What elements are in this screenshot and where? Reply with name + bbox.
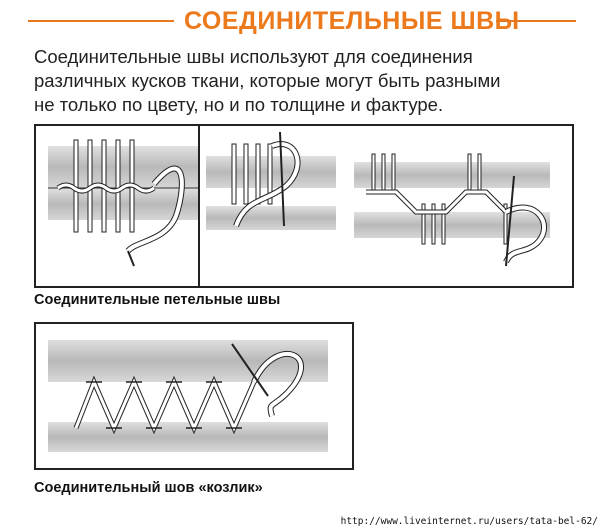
intro-line-3: не только по цвету, но и по толщине и фа… (34, 94, 444, 115)
illustration-b (206, 131, 336, 230)
caption-loop-seams: Соединительные петельные швы (34, 292, 281, 308)
caption-goat-seam: Соединительный шов «козлик» (34, 480, 263, 496)
intro-paragraph: Соединительные швы используют для соедин… (34, 45, 574, 117)
panel-divider (198, 124, 200, 288)
illustration-a (48, 139, 198, 267)
title-rule-left (28, 20, 174, 22)
title-block: СОЕДИНИТЕЛЬНЫЕ ШВЫ (0, 6, 604, 36)
illustration-c (354, 153, 550, 267)
title-rule-right (496, 20, 576, 22)
intro-line-1: Соединительные швы используют для соедин… (34, 46, 473, 67)
loop-seams-illustration (48, 131, 550, 267)
page-title: СОЕДИНИТЕЛЬНЫЕ ШВЫ (184, 7, 520, 35)
intro-line-2: различных кусков ткани, которые могут бы… (34, 70, 501, 91)
goat-seam-illustration (48, 340, 328, 452)
watermark-url: http://www.liveinternet.ru/users/tata-be… (340, 516, 598, 527)
